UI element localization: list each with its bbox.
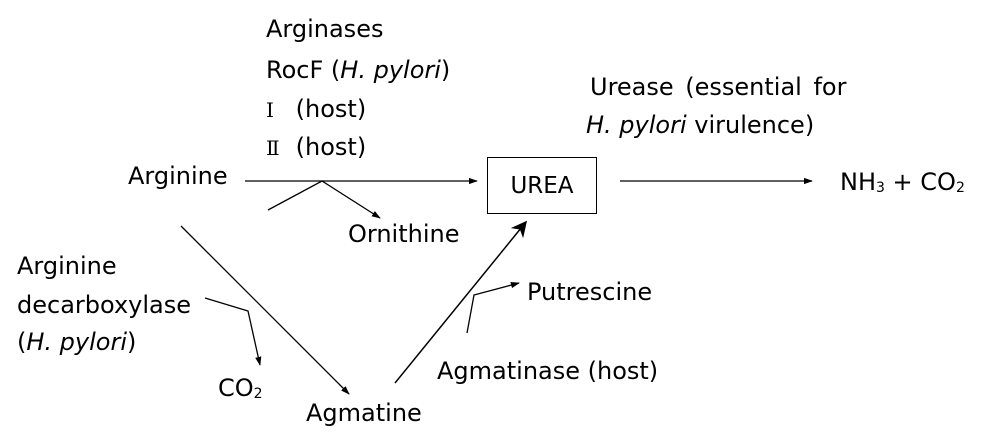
plus-co2-label: + CO	[884, 168, 956, 196]
urease-line-1: Urease (essential for	[590, 73, 847, 101]
arginase-isoform-2: Ⅱ (host)	[266, 132, 366, 163]
urease-virulence: virulence)	[686, 111, 815, 139]
decarboxylase-close-paren: )	[127, 328, 137, 356]
decarboxylase-line-1: Arginine	[17, 252, 117, 280]
agmatine-to-urea-arrow	[394, 220, 528, 384]
node-ornithine: Ornithine	[348, 220, 460, 248]
putrescine-branch-arrow	[466, 282, 520, 334]
ornithine-branch-arrow	[267, 180, 381, 219]
rocf-species: H. pylori	[340, 56, 441, 84]
co2-label: CO	[218, 374, 254, 402]
arginases-title: Arginases	[266, 15, 384, 43]
decarboxylase-species: H. pylori	[26, 328, 128, 356]
co2-release-arrow	[204, 297, 262, 366]
isoform-1-text: (host)	[295, 95, 367, 123]
agmatinase-label: Agmatinase (host)	[437, 357, 659, 385]
node-arginine: Arginine	[128, 162, 228, 190]
rocf-suffix: )	[440, 56, 451, 84]
node-putrescine: Putrescine	[527, 278, 653, 306]
arginase-isoform-1: Ⅰ (host)	[266, 94, 366, 125]
node-co2: CO2	[218, 373, 263, 407]
rocf-prefix: RocF (	[266, 56, 341, 84]
decarboxylase-line-2: decarboxylase	[17, 291, 191, 319]
decarboxylase-open-paren: (	[17, 328, 27, 356]
arginine-to-agmatine-arrow	[180, 225, 350, 395]
urease-species: H. pylori	[586, 111, 687, 139]
nh3-label: NH	[840, 168, 876, 196]
node-urea: UREA	[487, 157, 597, 214]
decarboxylase-line-3: (H. pylori)	[17, 327, 136, 357]
co2-label-subscript: 2	[253, 386, 263, 402]
urease-line-2: H. pylori virulence)	[586, 110, 814, 140]
co2-subscript: 2	[955, 180, 965, 196]
nh3-subscript: 3	[876, 180, 885, 196]
node-agmatine: Agmatine	[306, 399, 422, 427]
arginase-rocf-label: RocF (H. pylori)	[266, 55, 450, 85]
isoform-2-numeral: Ⅱ	[266, 136, 280, 160]
isoform-1-numeral: Ⅰ	[266, 98, 274, 122]
node-products: NH3 + CO2	[840, 167, 965, 201]
isoform-2-text: (host)	[295, 133, 367, 161]
